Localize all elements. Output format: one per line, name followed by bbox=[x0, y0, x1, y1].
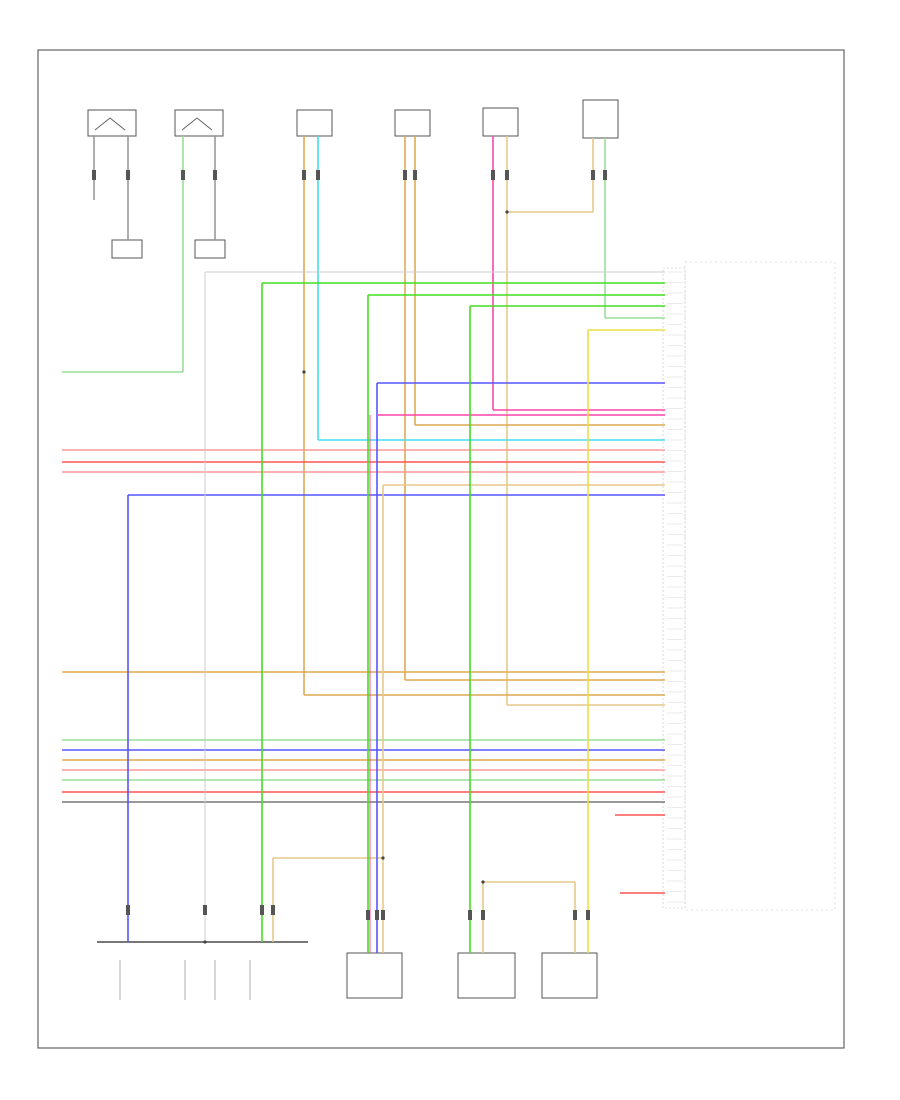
bottom-sensor-module bbox=[97, 941, 308, 1000]
connector-marker bbox=[92, 170, 96, 180]
bottom-sensor-right bbox=[541, 952, 598, 999]
connector-marker bbox=[366, 910, 370, 920]
splice-dot bbox=[302, 370, 306, 374]
connector-marker bbox=[271, 905, 275, 915]
sensor-box-2 bbox=[394, 109, 431, 137]
connector-marker bbox=[302, 170, 306, 180]
sensor-box-1 bbox=[296, 109, 333, 137]
bottom-sensor-left bbox=[346, 952, 403, 999]
sensor-box-3 bbox=[482, 107, 519, 137]
bottom-sensor-mid bbox=[457, 952, 516, 999]
connector-marker bbox=[591, 170, 595, 180]
diagram-frame bbox=[37, 49, 845, 1049]
connector-marker bbox=[203, 905, 207, 915]
splice-dot bbox=[381, 856, 385, 860]
connector-marker bbox=[586, 910, 590, 920]
connector-marker bbox=[505, 170, 509, 180]
splice-dot bbox=[203, 940, 207, 944]
connector-marker bbox=[603, 170, 607, 180]
connector-marker bbox=[126, 905, 130, 915]
connector-markers bbox=[92, 170, 607, 920]
connector-marker bbox=[573, 910, 577, 920]
wires bbox=[62, 136, 665, 953]
ecm-outline bbox=[684, 261, 836, 911]
splice-dot bbox=[505, 210, 509, 214]
ecm-pin-column bbox=[667, 271, 683, 903]
connector-marker bbox=[403, 170, 407, 180]
connector-marker bbox=[260, 905, 264, 915]
splice-dots bbox=[203, 210, 509, 944]
connector-marker bbox=[381, 910, 385, 920]
connector-marker bbox=[316, 170, 320, 180]
top-left-switch-2 bbox=[174, 109, 226, 259]
ecm-connector-box bbox=[662, 267, 686, 909]
connector-marker bbox=[481, 910, 485, 920]
connector-marker bbox=[375, 910, 379, 920]
connector-marker bbox=[126, 170, 130, 180]
connector-marker bbox=[491, 170, 495, 180]
sensor-box-4 bbox=[582, 99, 619, 139]
top-left-switch-1 bbox=[87, 109, 143, 259]
connector-marker bbox=[468, 910, 472, 920]
connector-marker bbox=[181, 170, 185, 180]
splice-dot bbox=[481, 880, 485, 884]
connector-marker bbox=[413, 170, 417, 180]
connector-marker bbox=[213, 170, 217, 180]
